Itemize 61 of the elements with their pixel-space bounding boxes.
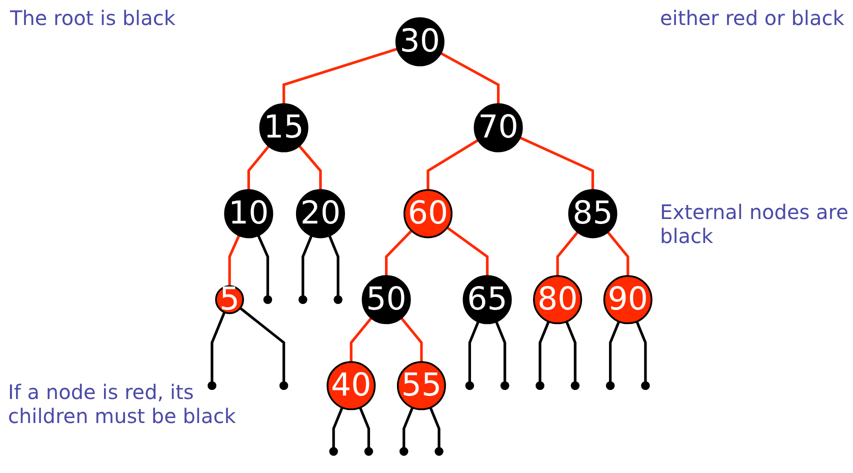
connector bbox=[282, 48, 398, 104]
connector bbox=[350, 317, 372, 362]
node-circle: 5 bbox=[215, 285, 244, 314]
node-circle bbox=[641, 381, 650, 390]
node-circle: 60 bbox=[403, 189, 453, 238]
node-circle: 70 bbox=[474, 103, 523, 152]
node-circle bbox=[263, 295, 272, 304]
node-circle bbox=[364, 447, 374, 456]
connector bbox=[606, 231, 630, 276]
note-text: The root is black bbox=[10, 6, 176, 30]
connector bbox=[257, 234, 270, 296]
node-circle bbox=[329, 447, 338, 456]
node-circle bbox=[465, 381, 474, 390]
node-circle bbox=[570, 381, 580, 390]
node-circle bbox=[334, 295, 342, 304]
connector bbox=[402, 407, 414, 448]
node-circle: 10 bbox=[224, 189, 274, 238]
node-circle bbox=[606, 381, 615, 390]
node-circle bbox=[500, 381, 510, 390]
connector bbox=[495, 321, 506, 382]
node-circle bbox=[399, 447, 408, 456]
connector bbox=[384, 230, 412, 276]
node-circle bbox=[279, 381, 288, 390]
connector bbox=[636, 321, 647, 382]
connector bbox=[298, 144, 322, 190]
connector bbox=[429, 407, 440, 448]
connector bbox=[332, 406, 344, 448]
connector bbox=[358, 406, 370, 448]
connector bbox=[210, 312, 226, 382]
connector bbox=[446, 226, 489, 276]
connector bbox=[247, 145, 270, 190]
node-circle bbox=[434, 447, 444, 456]
node-circle: 15 bbox=[259, 103, 308, 152]
connector bbox=[440, 52, 500, 104]
node-circle: 50 bbox=[362, 275, 411, 324]
connector bbox=[556, 231, 579, 276]
connector bbox=[302, 235, 313, 296]
connector bbox=[538, 321, 550, 382]
node-circle: 90 bbox=[603, 275, 652, 324]
node-circle: 20 bbox=[296, 189, 345, 238]
connector bbox=[565, 321, 576, 382]
connector bbox=[468, 321, 480, 382]
node-circle bbox=[208, 381, 216, 390]
node-circle: 55 bbox=[396, 361, 446, 410]
node-circle bbox=[536, 381, 544, 390]
note-text: If a node is red, its children must be black bbox=[8, 380, 237, 428]
note-text: External nodes are black bbox=[660, 200, 850, 248]
node-circle: 85 bbox=[568, 189, 618, 238]
connector bbox=[608, 321, 620, 382]
node-circle: 80 bbox=[533, 275, 582, 324]
node-circle: 65 bbox=[462, 275, 512, 324]
node-circle: 40 bbox=[326, 361, 376, 410]
node-circle: 30 bbox=[395, 17, 444, 66]
connector bbox=[519, 136, 594, 190]
connector bbox=[228, 234, 240, 286]
connector bbox=[400, 317, 423, 362]
note-text: either red or black bbox=[660, 6, 846, 30]
connector bbox=[239, 307, 286, 382]
connector bbox=[426, 138, 479, 190]
node-circle bbox=[298, 295, 308, 304]
connector bbox=[328, 235, 340, 296]
